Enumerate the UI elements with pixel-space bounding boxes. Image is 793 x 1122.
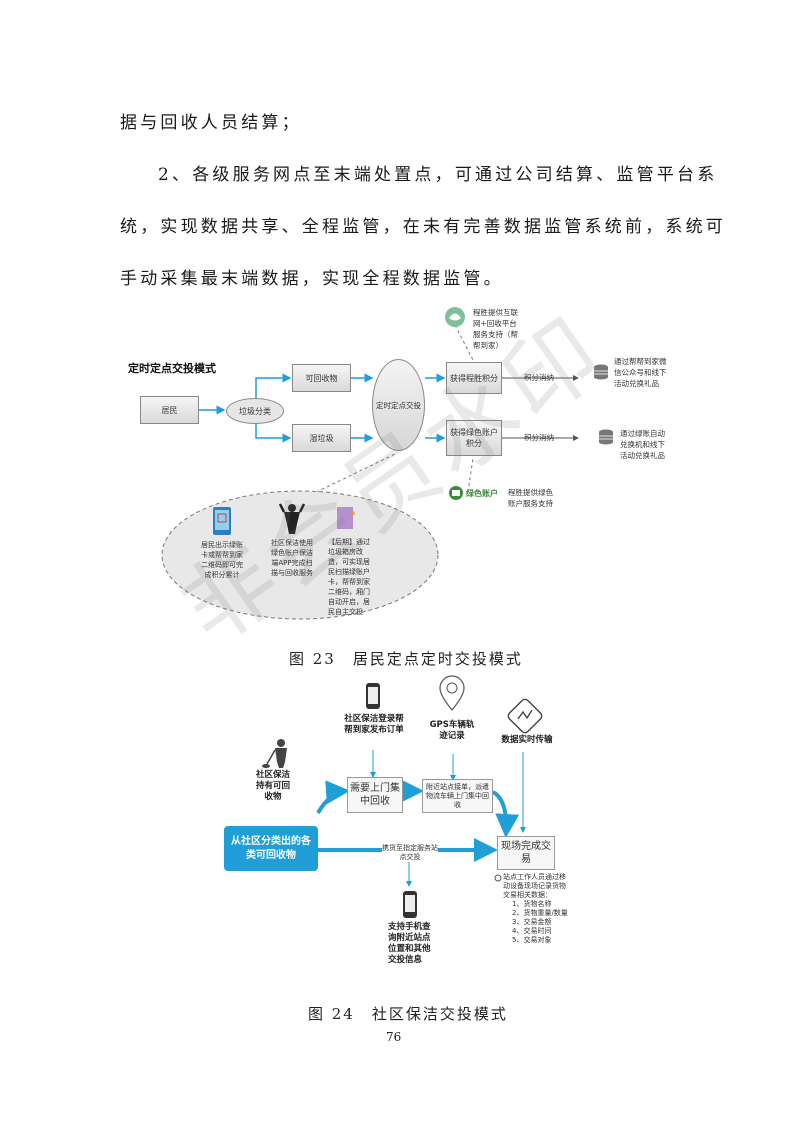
- record-item: 1、货物名称: [512, 900, 552, 908]
- recycle-app-logo-icon: [445, 307, 465, 327]
- wet-waste-box: 湿垃圾: [292, 424, 351, 452]
- figure-23-caption: 图 23 居民定点定时交投模式: [289, 650, 523, 668]
- result-note-2: 通过绿账自动兑换机和线下活动兑换礼品: [620, 429, 665, 460]
- green-note: 程胜提供绿色账户服务支持: [508, 488, 553, 508]
- onsite-box: 现场完成交易: [497, 836, 555, 870]
- ellipse-item-1: 居民出示绿账卡或帮帮到家二维码即可完成积分累计: [201, 541, 243, 579]
- record-item: 3、交易金额: [512, 918, 552, 926]
- data-transfer-icon: [507, 698, 543, 734]
- nearby-pickup-box: 附近站点接单，派遣物流车辆上门集中回收: [422, 779, 493, 813]
- tablet-icon: [213, 507, 231, 535]
- ellipse-item-2: 社区保洁使用绿色账户保洁端APP完成扫描与回收服务: [271, 539, 313, 577]
- record-item: 2、货物重量/数量: [512, 909, 568, 917]
- gps-pin-icon: [439, 675, 465, 711]
- carry-to-label: 携货至指定服务站点交投: [382, 844, 438, 862]
- need-pickup-box: 需要上门集中回收: [347, 777, 403, 813]
- phone-icon: [366, 683, 380, 709]
- cleaner-person-icon: [262, 739, 287, 768]
- figure-24-caption: 图 24 社区保洁交投模式: [308, 1005, 508, 1023]
- green-account-logo-text: 绿色账户: [466, 489, 498, 498]
- cleaner-note: 社区保洁持有可回收物: [255, 770, 290, 802]
- resident-box: 居民: [140, 396, 199, 424]
- person-icon: [278, 503, 306, 534]
- sorting-ellipse: 垃圾分类: [226, 398, 284, 424]
- phone-icon: [403, 891, 417, 918]
- get-green-points-box: 获得绿色账户积分: [446, 420, 502, 456]
- source-box: 从社区分类出的各类可回收物: [224, 826, 318, 871]
- recyclable-box: 可回收物: [292, 364, 351, 392]
- record-list: 1、货物名称 2、货物重量/数量 3、交易金额 4、交易时间 5、交易对象: [512, 900, 568, 945]
- paragraph-line: 据与回收人员结算；: [120, 113, 302, 133]
- top-note: 程胜提供互联网+回收平台服务支持（帮帮到家）: [473, 308, 518, 350]
- result-note-1: 通过帮帮到家微信公众号和线下活动兑换礼品: [614, 357, 667, 388]
- paragraph-line: 统，实现数据共享、全程监管，在未有完善数据监管系统前，系统可: [120, 217, 726, 237]
- figure-23-title: 定时定点交投模式: [128, 362, 216, 375]
- record-title: 站点工作人员通过移动设备现场记录货物交易相关数据：: [503, 873, 566, 899]
- points-consume-label: 积分消纳: [524, 373, 554, 382]
- timed-point-ellipse: 定时定点交投: [372, 359, 425, 451]
- record-item: 5、交易对象: [512, 936, 552, 944]
- record-item: 4、交易时间: [512, 927, 552, 935]
- get-points-box: 获得程胜积分: [446, 362, 502, 394]
- ellipse-item-3: 【后期】通过垃圾箱房改造，可实现居民扫描绿账户卡，帮帮到家二维码，厢门自动开启，…: [328, 538, 370, 616]
- points-consume-label: 积分消纳: [524, 433, 554, 442]
- database-icon: [594, 364, 608, 380]
- database-icon: [599, 429, 613, 445]
- phone-note: 社区保洁登录帮帮到家发布订单: [344, 714, 404, 735]
- card-icon: [337, 507, 355, 529]
- data-sync-label: 数据实时传输: [501, 735, 553, 745]
- page-number: 76: [386, 1030, 402, 1044]
- paragraph-line: 2、各级服务网点至末端处置点，可通过公司结算、监管平台系: [158, 165, 718, 185]
- gps-label: GPS车辆轨迹记录: [429, 720, 475, 741]
- green-account-logo-icon: [449, 486, 463, 500]
- timed-point-label: 定时定点交投: [376, 400, 421, 410]
- paragraph-line: 手动采集最末端数据，实现全程数据监管。: [120, 269, 504, 289]
- query-note: 支持手机查询附近站点位置和其他交投信息: [388, 922, 431, 965]
